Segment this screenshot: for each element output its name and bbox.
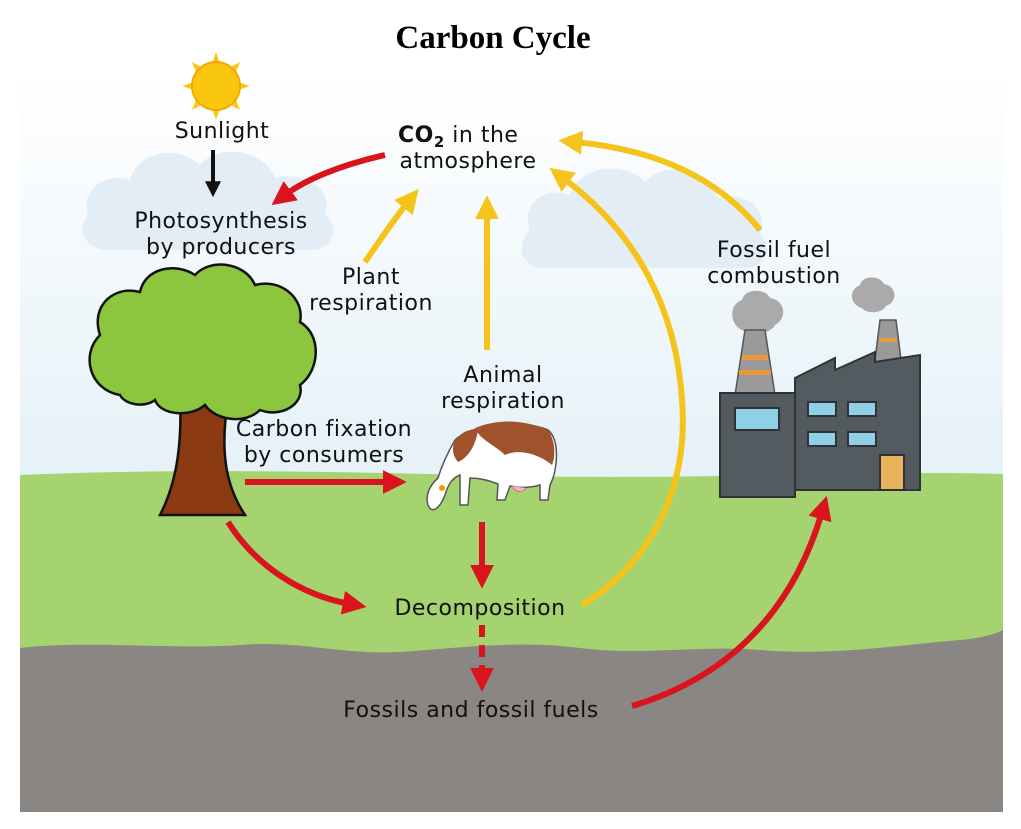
decomposition-to-co2-arrow — [549, 168, 686, 608]
arrows — [205, 130, 832, 709]
factory-icon — [719, 277, 921, 498]
page-title: Carbon Cycle — [395, 20, 590, 56]
co2-rest: in the — [445, 123, 519, 148]
animal-respiration-label-line1: Animal — [463, 363, 542, 388]
co2-label-line1: CO2 in the — [398, 123, 518, 151]
cloud-left — [82, 151, 334, 250]
carbon-fixation-label-line1: Carbon fixation — [236, 417, 412, 442]
plant-respiration-arrow — [362, 188, 419, 264]
carbon-fixation-label-line2: by consumers — [244, 443, 404, 468]
sun-icon — [182, 52, 250, 120]
animal-respiration-label-line2: respiration — [441, 389, 565, 414]
plant-respiration-label-line1: Plant — [342, 265, 400, 290]
tree-icon — [88, 263, 317, 517]
plant-respiration-label-line2: respiration — [309, 291, 433, 316]
atmosphere-label: atmosphere — [400, 149, 537, 174]
decomposition-label: Decomposition — [394, 596, 565, 621]
soil — [20, 630, 1003, 812]
fossils-label: Fossils and fossil fuels — [343, 698, 598, 723]
fossil-combustion-label-line2: combustion — [707, 264, 841, 289]
cow-icon — [426, 421, 558, 511]
co2-to-photosynthesis-arrow — [271, 152, 386, 206]
fossil-combustion-arrow — [558, 130, 763, 232]
fossil-combustion-label-line1: Fossil fuel — [717, 238, 831, 263]
sunlight-label: Sunlight — [175, 119, 270, 144]
tree-to-decomposition-arrow — [225, 520, 367, 615]
co2-subscript: 2 — [434, 133, 445, 151]
co2-main: CO — [398, 123, 434, 148]
photosynthesis-label-line2: by producers — [146, 235, 296, 260]
fossils-to-factory-arrow — [631, 495, 832, 709]
photosynthesis-label-line1: Photosynthesis — [134, 209, 307, 234]
labels: Sunlight Photosynthesis by producers CO2… — [134, 119, 840, 723]
